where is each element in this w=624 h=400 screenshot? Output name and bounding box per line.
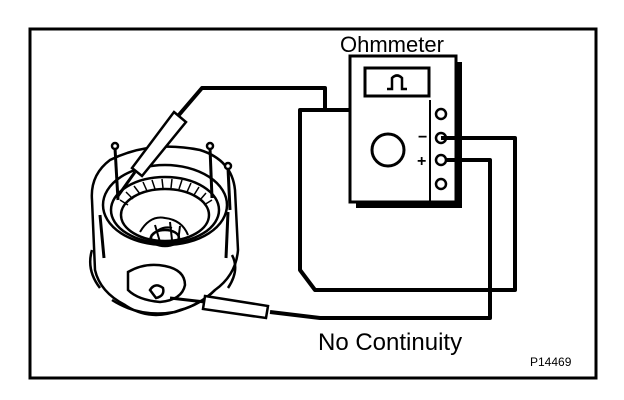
alternator-assembly bbox=[89, 141, 240, 317]
bolt-2 bbox=[208, 147, 214, 199]
stator-coil bbox=[139, 216, 189, 243]
bolt-1 bbox=[113, 147, 120, 201]
terminal-jack-plus bbox=[434, 153, 448, 167]
ohm-symbol-icon bbox=[387, 74, 407, 91]
bolt-5 bbox=[226, 167, 232, 211]
stator-teeth bbox=[119, 178, 213, 206]
terminal-plus-label: + bbox=[417, 153, 426, 170]
meter-label: Ohmmeter bbox=[340, 32, 444, 57]
terminal-jack-1 bbox=[434, 107, 448, 121]
terminal-minus-label: − bbox=[418, 129, 427, 146]
lead-negative bbox=[176, 86, 517, 292]
test-leads bbox=[176, 86, 517, 320]
meter-dial bbox=[370, 132, 406, 168]
terminal-jack-4 bbox=[434, 177, 448, 191]
lead-positive bbox=[269, 158, 492, 320]
terminal-lug bbox=[148, 284, 165, 300]
bolt-4 bbox=[224, 211, 230, 259]
probe-lower bbox=[169, 294, 270, 320]
housing-left-flange bbox=[89, 249, 237, 289]
bolt-3 bbox=[98, 214, 106, 259]
terminal-block bbox=[126, 263, 187, 304]
stator-teeth-inner bbox=[119, 187, 211, 243]
result-label: No Continuity bbox=[318, 329, 462, 356]
meter-display bbox=[363, 66, 431, 98]
rotor-hub bbox=[149, 228, 181, 248]
probe-upper bbox=[116, 110, 188, 197]
figure-code: P14469 bbox=[530, 355, 572, 369]
ohmmeter: − + bbox=[348, 54, 462, 208]
stator-teeth-outer bbox=[109, 175, 221, 245]
